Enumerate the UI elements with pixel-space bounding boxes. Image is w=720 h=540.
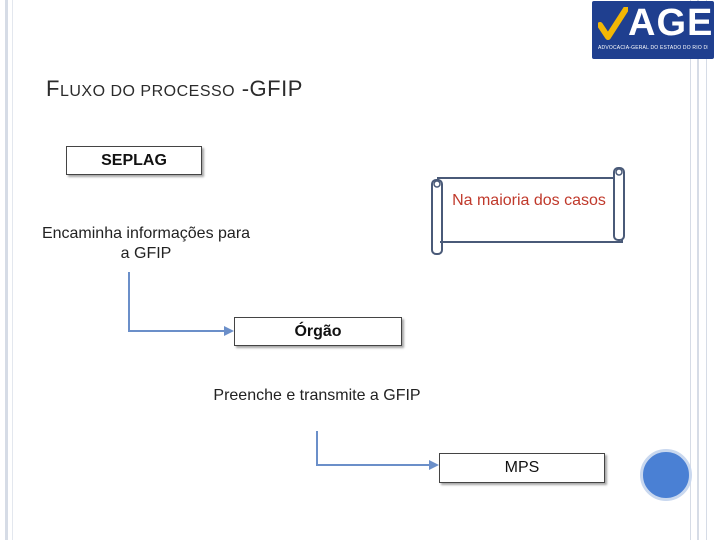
left-decor-bar xyxy=(5,0,8,540)
node-orgao: Órgão xyxy=(234,317,402,346)
checkmark-icon xyxy=(598,7,628,40)
right-decor-line-2 xyxy=(697,0,699,540)
logo-text: AGE xyxy=(628,2,714,44)
decor-circle xyxy=(640,449,692,501)
arrowhead-mps xyxy=(429,460,439,470)
title-first-letter: F xyxy=(46,76,60,101)
note-text: Na maioria dos casos xyxy=(452,192,606,209)
page-title: FLUXO DO PROCESSO -GFIP xyxy=(46,76,303,102)
label-orgao-action: Preenche e transmite a GFIP xyxy=(213,387,421,404)
title-suffix: -GFIP xyxy=(241,76,303,101)
left-decor-line xyxy=(12,0,13,540)
arrowhead-orgao xyxy=(224,326,234,336)
title-small-caps: LUXO DO PROCESSO xyxy=(59,83,236,100)
node-seplag: SEPLAG xyxy=(66,146,202,175)
age-logo: AGE ADVOCACIA-GERAL DO ESTADO DO RIO DE … xyxy=(592,1,714,59)
connector-orgao-mps xyxy=(316,431,431,466)
logo-subtitle: ADVOCACIA-GERAL DO ESTADO DO RIO DE JANE… xyxy=(598,45,708,51)
label-seplag-action: Encaminha informações para a GFIP xyxy=(41,225,251,262)
right-decor-line-3 xyxy=(706,0,707,540)
scroll-note-shape xyxy=(431,167,625,255)
right-decor-line-1 xyxy=(690,0,691,540)
node-mps: MPS xyxy=(439,453,605,483)
connector-seplag-orgao xyxy=(128,272,226,332)
